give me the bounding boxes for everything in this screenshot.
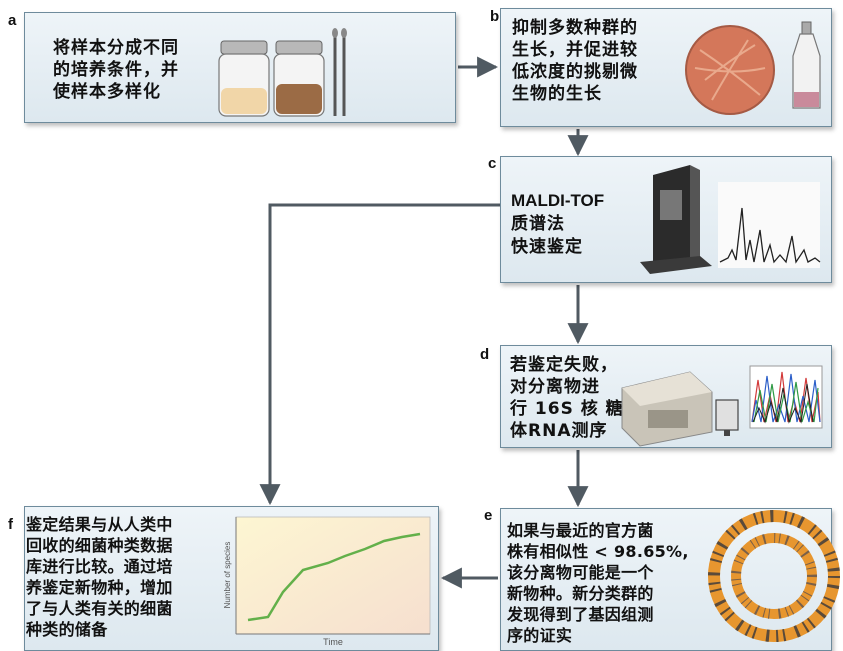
panel-c-line3: 快速鉴定 xyxy=(511,237,583,257)
panel-a-letter: a xyxy=(8,12,17,29)
species-curve xyxy=(247,532,421,622)
panel-b-box xyxy=(500,8,832,127)
panel-d-letter: d xyxy=(480,346,490,363)
chart-x-label: Time xyxy=(323,637,343,647)
panel-b-text: 抑制多数种群的 生长，并促进较 低浓度的挑剔微 生物的生长 xyxy=(512,18,638,104)
panel-c-letter: c xyxy=(488,155,497,172)
chart-y-label: Number of species xyxy=(223,542,232,609)
panel-f-text: 鉴定结果与从人类中 回收的细菌种类数据 库进行比较。通过培 养鉴定新物种，增加 … xyxy=(26,515,173,639)
panel-a-text: 将样本分成不同 的培养条件，并 使样本多样化 xyxy=(53,38,179,102)
panel-e-text: 如果与最近的官方菌 株有相似性 < 98.65%, 该分离物可能是一个 新物种。… xyxy=(507,521,689,645)
panel-e-box xyxy=(500,508,832,651)
panel-e-letter: e xyxy=(484,507,493,524)
arrow-c-to-f xyxy=(259,203,500,506)
panel-b-letter: b xyxy=(490,8,500,25)
panel-c-line1: MALDI-TOF xyxy=(511,191,605,210)
panel-f-letter: f xyxy=(8,516,13,533)
panel-d-text: 若鉴定失败， 对分离物进 行 16S 核 糖 体RNA测序 xyxy=(510,355,624,441)
panel-c-line2: 质谱法 xyxy=(511,214,565,234)
